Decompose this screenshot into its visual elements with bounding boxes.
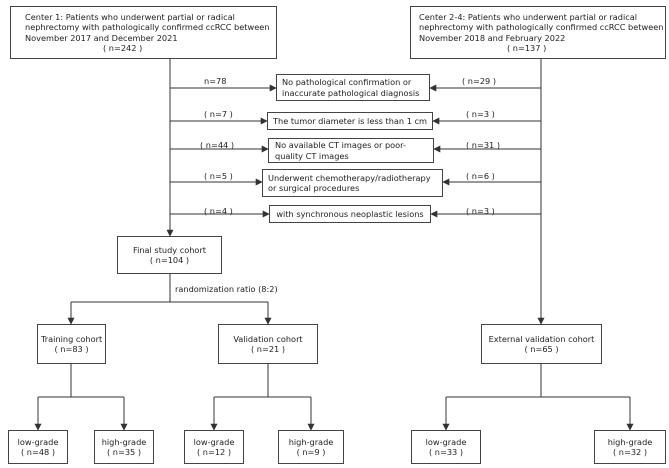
excl-right-n-4: ( n=6 ) bbox=[466, 171, 495, 181]
excl-right-n-3: ( n=31 ) bbox=[466, 140, 501, 150]
exclusion-3-line-1: No available CT images or poor- bbox=[275, 140, 406, 150]
exclusion-box-3: No available CT images or poor- quality … bbox=[268, 138, 434, 163]
exclusion-1-line-2: inaccurate pathological diagnosis bbox=[282, 87, 420, 98]
grade-box-external-low: low-grade ( n=33 ) bbox=[411, 430, 481, 464]
excl-left-n-2: ( n=7 ) bbox=[204, 109, 233, 119]
center1-line-2: nephrectomy with pathologically confirme… bbox=[25, 22, 270, 32]
validation-cohort-title: Validation cohort bbox=[233, 333, 303, 344]
exclusion-3-line-2: quality CT images bbox=[275, 150, 349, 161]
final-cohort-n: ( n=104 ) bbox=[149, 255, 190, 265]
grade-box-validation-low: low-grade ( n=12 ) bbox=[184, 430, 244, 464]
center1-n: ( n=242 ) bbox=[103, 43, 143, 53]
center1-line-3: November 2017 and December 2021 bbox=[25, 32, 178, 43]
final-cohort-box: Final study cohort ( n=104 ) bbox=[117, 236, 222, 274]
grade-box-validation-high: high-grade ( n=9 ) bbox=[278, 430, 344, 464]
excl-left-n-5: ( n=4 ) bbox=[204, 206, 233, 216]
validation-cohort-n: ( n=21 ) bbox=[250, 344, 286, 354]
grade-3-title: low-grade bbox=[193, 436, 235, 447]
grade-5-title: low-grade bbox=[425, 436, 467, 447]
grade-2-title: high-grade bbox=[101, 436, 147, 447]
exclusion-2-line-1: The tumor diameter is less than 1 cm bbox=[273, 115, 427, 126]
grade-4-title: high-grade bbox=[288, 436, 334, 447]
exclusion-5-line-1: with synchronous neoplastic lesions bbox=[276, 208, 424, 219]
center2-box: Center 2-4: Patients who underwent parti… bbox=[410, 6, 666, 59]
grade-6-title: high-grade bbox=[607, 436, 653, 447]
grade-box-external-high: high-grade ( n=32 ) bbox=[594, 430, 666, 464]
exclusion-4-line-2: or surgical procedures bbox=[268, 183, 360, 193]
center2-line-1: Center 2-4: Patients who underwent parti… bbox=[419, 11, 638, 22]
grade-box-training-high: high-grade ( n=35 ) bbox=[94, 430, 154, 464]
excl-left-n-1: n=78 bbox=[204, 76, 227, 86]
training-cohort-title: Training cohort bbox=[41, 333, 103, 344]
excl-right-n-1: ( n=29 ) bbox=[462, 76, 497, 86]
exclusion-box-5: with synchronous neoplastic lesions bbox=[269, 205, 431, 223]
grade-6-n: ( n=32 ) bbox=[612, 447, 648, 457]
grade-5-n: ( n=33 ) bbox=[428, 447, 464, 457]
external-cohort-n: ( n=65 ) bbox=[524, 344, 559, 354]
validation-cohort-box: Validation cohort ( n=21 ) bbox=[218, 324, 318, 364]
excl-right-n-5: ( n=3 ) bbox=[466, 206, 495, 216]
exclusion-box-1: No pathological confirmation or inaccura… bbox=[276, 74, 430, 101]
final-cohort-title: Final study cohort bbox=[132, 244, 207, 255]
grade-1-title: low-grade bbox=[17, 436, 59, 447]
grade-1-n: ( n=48 ) bbox=[20, 447, 56, 457]
excl-left-n-3: ( n=44 ) bbox=[200, 140, 235, 150]
exclusion-box-2: The tumor diameter is less than 1 cm bbox=[267, 112, 433, 130]
exclusion-1-line-1: No pathological confirmation or bbox=[282, 77, 412, 87]
center1-line-1: Center 1: Patients who underwent partial… bbox=[25, 11, 235, 22]
center1-box: Center 1: Patients who underwent partial… bbox=[10, 6, 277, 59]
external-cohort-box: External validation cohort ( n=65 ) bbox=[481, 324, 602, 364]
excl-right-n-2: ( n=3 ) bbox=[466, 109, 495, 119]
exclusion-box-4: Underwent chemotherapy/radiotherapy or s… bbox=[262, 169, 443, 197]
center2-line-3: November 2018 and February 2022 bbox=[419, 32, 566, 43]
grade-3-n: ( n=12 ) bbox=[196, 447, 232, 457]
training-cohort-box: Training cohort ( n=83 ) bbox=[37, 324, 106, 364]
grade-2-n: ( n=35 ) bbox=[106, 447, 142, 457]
excl-left-n-4: ( n=5 ) bbox=[204, 171, 233, 181]
grade-box-training-low: low-grade ( n=48 ) bbox=[8, 430, 68, 464]
grade-4-n: ( n=9 ) bbox=[296, 447, 326, 457]
exclusion-4-line-1: Underwent chemotherapy/radiotherapy bbox=[268, 172, 431, 183]
randomization-label: randomization ratio (8:2) bbox=[175, 284, 278, 294]
center2-line-2: nephrectomy with pathologically confirme… bbox=[419, 22, 664, 32]
external-cohort-title: External validation cohort bbox=[488, 333, 595, 344]
center2-n: ( n=137 ) bbox=[507, 43, 547, 53]
training-cohort-n: ( n=83 ) bbox=[54, 344, 89, 354]
